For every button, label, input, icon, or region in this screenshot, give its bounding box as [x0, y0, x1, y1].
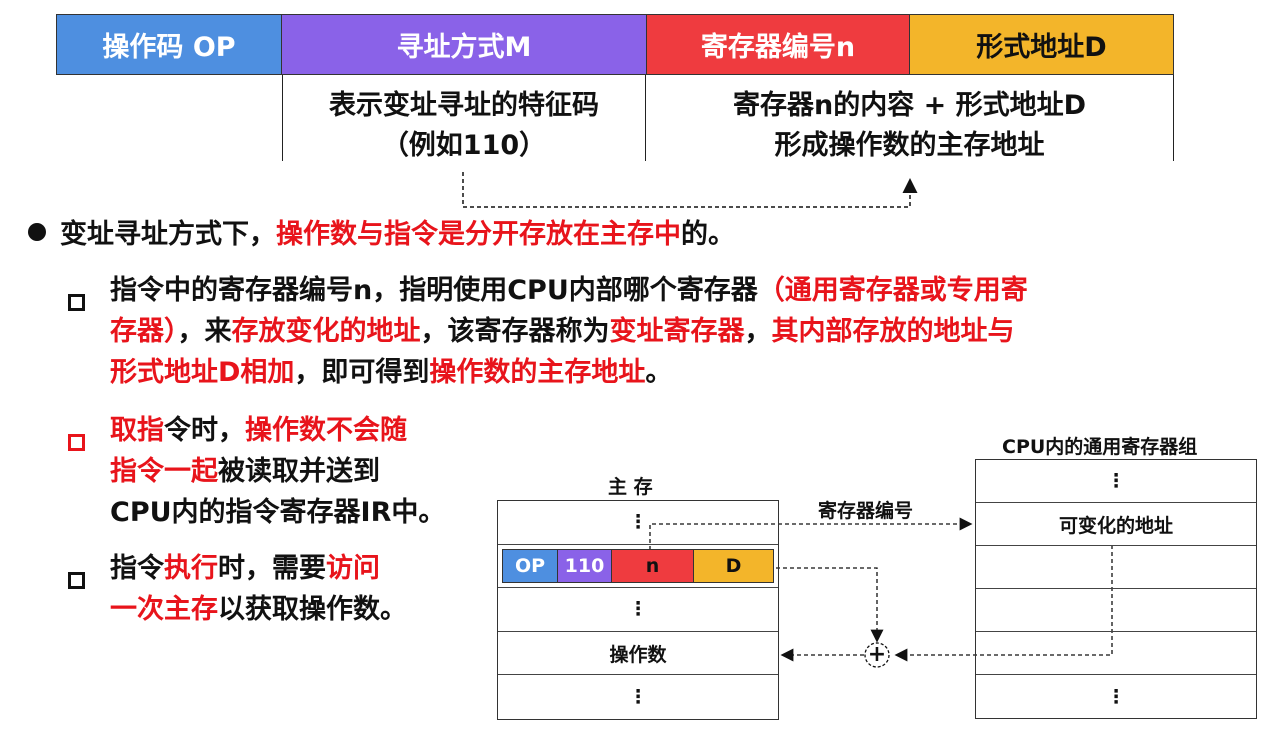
ellipsis: ⋮	[1106, 686, 1126, 709]
register-row	[976, 546, 1256, 590]
address-to-adder-arrow	[776, 567, 884, 643]
register-row	[976, 632, 1256, 676]
text: ，	[744, 316, 772, 347]
text: 以获取操作数。	[218, 594, 407, 625]
field-addressing-mode: 寻址方式M	[282, 15, 647, 74]
memory-row: ⋮	[498, 675, 778, 719]
text: 指令	[110, 553, 164, 584]
address-description: 寄存器n的内容 + 形式地址D 形成操作数的主存地址	[646, 86, 1173, 166]
variable-address-label: 可变化的地址	[1058, 514, 1173, 537]
instr-addr: D	[694, 549, 773, 582]
text: ，来	[177, 316, 232, 347]
text: 令时，	[164, 415, 245, 446]
register-number-label: 寄存器编号	[818, 500, 914, 522]
text: 被读取并送到	[218, 456, 380, 487]
ellipsis: ⋮	[628, 686, 648, 709]
text: 。	[645, 357, 673, 388]
register-select-arrow	[649, 517, 973, 550]
register-file: ⋮ 可变化的地址 ⋮	[975, 459, 1257, 719]
sub3-line1: 指令执行时，需要访问	[110, 548, 407, 589]
mode-description: 表示变址寻址的特征码 （例如110）	[283, 86, 645, 166]
highlight: （通用寄存器或专用寄	[757, 275, 1028, 306]
register-row: ⋮	[976, 460, 1256, 504]
main-bullet: 变址寻址方式下，操作数与指令是分开存放在主存中的。	[28, 212, 735, 251]
field-opcode: 操作码 OP	[57, 15, 282, 74]
highlight: 访问	[326, 553, 380, 584]
highlight: 取指	[110, 415, 164, 446]
square-bullet-icon	[68, 572, 85, 589]
highlight: 形式地址D相加	[110, 357, 295, 388]
instr-mode: 110	[558, 549, 612, 582]
sub1-line3: 形式地址D相加，即可得到操作数的主存地址。	[110, 352, 1028, 393]
sub1-line2: 存器），来存放变化的地址，该寄存器称为变址寄存器，其内部存放的地址与	[110, 311, 1028, 352]
highlight: 存器）	[110, 316, 178, 347]
divider-line	[1173, 75, 1174, 161]
register-row-variable: 可变化的地址	[976, 503, 1256, 547]
text: ，该寄存器称为	[420, 316, 610, 347]
instr-op: OP	[503, 549, 558, 582]
ellipsis: ⋮	[628, 598, 648, 621]
register-row: ⋮	[976, 675, 1256, 718]
main-bullet-highlight: 操作数与指令是分开存放在主存中	[276, 219, 681, 250]
field-formal-address: 形式地址D	[910, 15, 1173, 74]
highlight: 其内部存放的地址与	[771, 316, 1015, 347]
operand-label: 操作数	[609, 643, 667, 666]
address-description-line: 寄存器n的内容 + 形式地址D	[732, 90, 1087, 121]
text: 指令中的寄存器编号n，指明使用CPU内部哪个寄存器	[110, 275, 758, 306]
instr-reg: n	[612, 549, 694, 582]
bullet-dot-icon	[28, 223, 46, 241]
sub-bullet-fetch: 取指令时，操作数不会随 指令一起被读取并送到 CPU内的指令寄存器IR中。	[68, 410, 498, 533]
divider-line	[645, 75, 646, 161]
ellipsis: ⋮	[1106, 470, 1126, 493]
memory-row-instruction: OP 110 n D	[498, 545, 778, 589]
text: ，即可得到	[294, 357, 430, 388]
memory-row: ⋮	[498, 588, 778, 632]
address-description-line: 形成操作数的主存地址	[774, 130, 1045, 161]
divider-line	[282, 75, 283, 161]
text: 时，需要	[218, 553, 326, 584]
sub3-line2: 一次主存以获取操作数。	[110, 589, 407, 630]
register-to-adder-arrow	[894, 545, 1113, 662]
memory-row: ⋮	[498, 501, 778, 545]
memory-title: 主 存	[608, 476, 653, 498]
ellipsis: ⋮	[628, 511, 648, 534]
header-connector-arrow	[462, 172, 918, 208]
main-bullet-tail: 的。	[681, 219, 735, 250]
field-register-number: 寄存器编号n	[647, 15, 910, 74]
highlight: 执行	[164, 553, 218, 584]
text: CPU内的指令寄存器IR中。	[110, 497, 446, 528]
highlight: 变址寄存器	[609, 316, 745, 347]
sub2-line3: CPU内的指令寄存器IR中。	[110, 492, 445, 533]
sub2-line1: 取指令时，操作数不会随	[110, 410, 445, 451]
sub2-line2: 指令一起被读取并送到	[110, 451, 445, 492]
adder-plus-icon: +	[867, 642, 887, 667]
mode-description-line: 表示变址寻址的特征码	[329, 90, 599, 121]
highlight: 操作数的主存地址	[429, 357, 646, 388]
sub1-line1: 指令中的寄存器编号n，指明使用CPU内部哪个寄存器（通用寄存器或专用寄	[110, 270, 1028, 311]
highlight: 指令一起	[110, 456, 218, 487]
memory-row-operand: 操作数	[498, 632, 778, 676]
adder-circle	[864, 642, 890, 668]
highlight: 操作数不会随	[245, 415, 407, 446]
register-row	[976, 589, 1256, 633]
instruction-format: 操作码 OP 寻址方式M 寄存器编号n 形式地址D	[56, 14, 1174, 75]
square-bullet-icon	[68, 434, 85, 451]
main-bullet-text: 变址寻址方式下，	[60, 219, 276, 250]
mode-description-line: （例如110）	[381, 130, 547, 161]
highlight: 存放变化的地址	[231, 316, 421, 347]
sub-bullet-register: 指令中的寄存器编号n，指明使用CPU内部哪个寄存器（通用寄存器或专用寄 存器），…	[68, 270, 1268, 393]
highlight: 一次主存	[110, 594, 218, 625]
main-memory: ⋮ OP 110 n D ⋮ 操作数 ⋮	[497, 500, 779, 720]
register-file-title: CPU内的通用寄存器组	[1002, 436, 1198, 458]
sub-bullet-execute: 指令执行时，需要访问 一次主存以获取操作数。	[68, 548, 498, 630]
stored-instruction: OP 110 n D	[502, 548, 774, 583]
square-bullet-icon	[68, 294, 85, 311]
